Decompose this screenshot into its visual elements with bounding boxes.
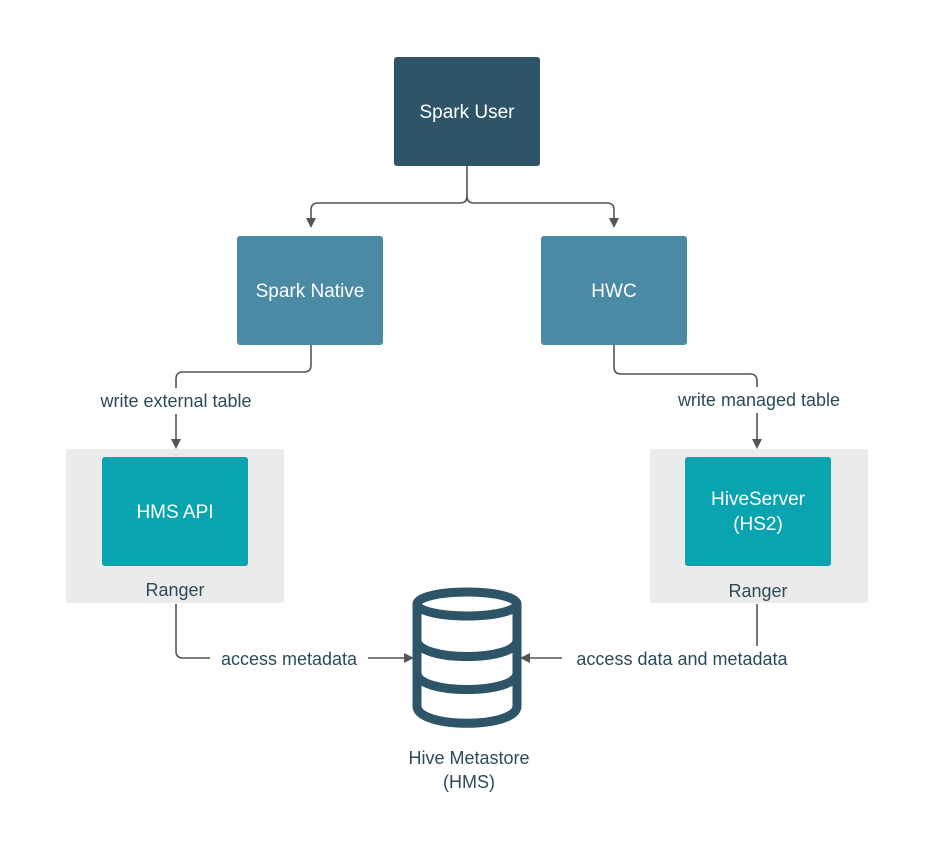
node-spark-native (237, 236, 383, 345)
connector-hwc-to-hs2 (613, 345, 762, 449)
node-hms-label-line2: (HMS) (443, 772, 495, 792)
label-write-external-table: write external table (99, 391, 251, 411)
ranger-right-label: Ranger (728, 581, 787, 601)
node-hiveserver-label-line2: (HS2) (733, 514, 783, 535)
node-hwc-label: HWC (591, 281, 636, 302)
label-access-data-and-metadata: access data and metadata (576, 649, 788, 669)
node-hwc (541, 236, 687, 345)
node-spark-user (394, 57, 540, 166)
node-spark-user-label: Spark User (419, 102, 515, 123)
database-cylinder-icon (412, 587, 522, 728)
connector-user-to-hwc (466, 195, 619, 228)
label-access-metadata: access metadata (221, 649, 358, 669)
node-hms-api-label: HMS API (136, 502, 213, 523)
node-hiveserver (685, 457, 831, 566)
connector-ranger-left-to-hms (175, 604, 414, 663)
connector-native-to-hmsapi (171, 345, 312, 449)
node-spark-native-label: Spark Native (256, 281, 365, 302)
ranger-left-label: Ranger (145, 580, 204, 600)
node-hms-label-line1: Hive Metastore (408, 748, 529, 768)
connector-user-to-native (306, 166, 468, 228)
node-hms-api (102, 457, 248, 566)
node-hiveserver-label-line1: HiveServer (711, 489, 806, 510)
label-write-managed-table: write managed table (677, 390, 840, 410)
